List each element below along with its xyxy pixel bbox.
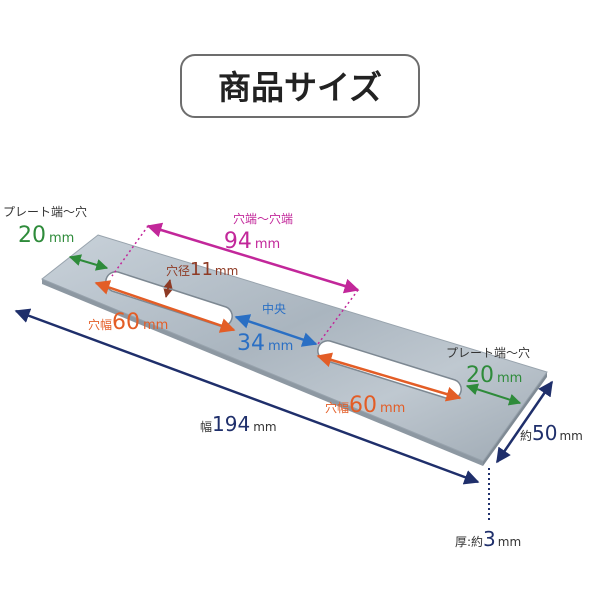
left-edge-hole-label: プレート端～穴: [3, 204, 87, 219]
hole-width-left-value: 60: [112, 310, 140, 335]
right-edge-hole-unit: mm: [497, 371, 522, 386]
hole-width-right-unit: mm: [380, 401, 405, 416]
hole-diameter-unit: mm: [215, 264, 238, 278]
total-width-label: 幅: [200, 419, 212, 434]
hole-diameter-label: 穴径: [166, 263, 190, 278]
center-value: 34: [237, 331, 265, 356]
hole-width-right-value: 60: [349, 393, 377, 418]
hole-diameter-value: 11: [190, 259, 213, 280]
hole-to-hole-unit: mm: [255, 237, 280, 252]
title-box: 商品サイズ: [180, 54, 420, 118]
thickness-unit: mm: [498, 535, 521, 549]
hole-to-hole-label: 穴端～穴端: [233, 211, 293, 226]
total-width-unit: mm: [253, 420, 276, 434]
hole-to-hole-value: 94: [224, 229, 252, 254]
center-label: 中央: [262, 301, 286, 316]
right-edge-hole-value: 20: [466, 363, 494, 388]
center-unit: mm: [268, 339, 293, 354]
total-width-value: 194: [212, 412, 250, 436]
hole-width-left-label: 穴幅: [88, 317, 112, 332]
page-title: 商品サイズ: [218, 68, 382, 107]
thickness-value: 3: [483, 527, 496, 551]
hole-width-right-label: 穴幅: [325, 400, 349, 415]
height-value: 50: [532, 421, 557, 445]
height-unit: mm: [559, 429, 582, 443]
thickness-label: 厚:約: [455, 534, 483, 549]
hole-width-left-unit: mm: [143, 318, 168, 333]
height-label: 約: [520, 428, 532, 443]
right-edge-hole-label: プレート端～穴: [446, 345, 530, 360]
left-edge-hole-value: 20: [18, 223, 46, 248]
left-edge-hole-unit: mm: [49, 231, 74, 246]
